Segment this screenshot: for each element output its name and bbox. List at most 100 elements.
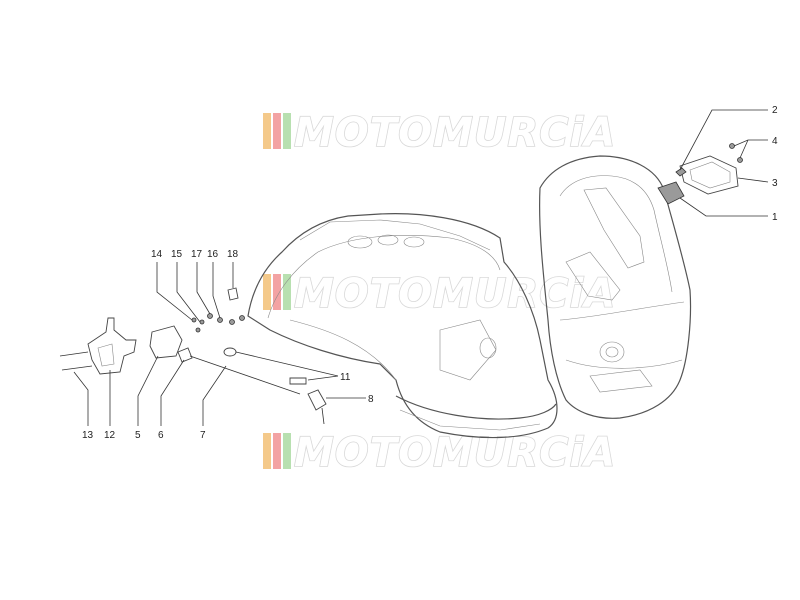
washer-icon	[191, 317, 197, 323]
watermark-stripe-icon	[273, 113, 281, 149]
callout-11: 11	[340, 372, 351, 383]
clip-icon	[227, 287, 239, 301]
part-3-lock-cover	[679, 155, 739, 195]
watermark-text: MOTOMURCiA	[294, 110, 616, 156]
leader-line-14	[156, 262, 193, 321]
callout-15: 15	[171, 249, 183, 260]
watermark-stripe-icon	[283, 113, 291, 149]
washer-icon	[199, 319, 205, 325]
watermark-text: MOTOMURCiA	[294, 430, 616, 476]
leader-line-15	[176, 262, 201, 323]
callout-12: 12	[104, 430, 116, 441]
nut-icon	[229, 319, 235, 325]
watermark-bottom: MOTOMURCiA	[263, 429, 616, 477]
part-14-15-washers	[191, 317, 205, 333]
leg-shield-inner-line	[583, 187, 645, 269]
callout-2: 2	[772, 105, 778, 116]
watermark-stripe-icon	[263, 274, 271, 310]
leader-lines	[73, 109, 769, 426]
watermark-stripe-icon	[263, 433, 271, 469]
part-4-screws	[729, 143, 743, 163]
leader-line-1	[679, 197, 768, 217]
watermark-text: MOTOMURCiA	[294, 271, 616, 317]
leg-shield-inner-line	[589, 369, 653, 393]
body-hole-detail	[403, 236, 425, 248]
part-16-17-nuts	[207, 313, 245, 325]
watermark-stripe-icon	[283, 274, 291, 310]
switch-block-icon	[149, 325, 183, 359]
part-8-fitting	[307, 389, 327, 425]
leader-line-4b	[739, 139, 749, 159]
callout-7: 7	[200, 430, 206, 441]
screw-icon	[61, 365, 93, 371]
frame-body-inner-line	[299, 219, 491, 251]
leader-line-17	[196, 262, 211, 315]
watermark-middle: MOTOMURCiA	[263, 270, 616, 318]
screw-icon	[729, 143, 735, 149]
frame-body-inner-line	[289, 319, 397, 381]
callout-3: 3	[772, 178, 778, 189]
watermark-stripe-icon	[273, 274, 281, 310]
leader-line-2	[679, 109, 768, 171]
watermark-stripe-icon	[263, 113, 271, 149]
callout-6: 6	[158, 430, 164, 441]
part-7-cable	[189, 355, 301, 395]
callout-8: 8	[368, 394, 374, 405]
horn-grille-hole	[605, 346, 619, 358]
floor-board-detail	[399, 409, 541, 431]
leg-shield-inner-line	[559, 301, 685, 321]
nut-icon	[239, 315, 245, 321]
leader-line-11a	[235, 351, 339, 377]
part-13-screws	[59, 351, 93, 371]
washer-icon	[195, 327, 201, 333]
part-5-switch-block	[149, 325, 183, 359]
fitting-tube-icon	[321, 407, 325, 425]
lock-cover-inner-icon	[689, 161, 731, 189]
screw-icon	[737, 157, 743, 163]
leader-line-11b	[307, 375, 339, 381]
leg-shield-inner-line	[565, 359, 683, 369]
lock-cylinder-icon	[657, 181, 685, 205]
callout-5: 5	[135, 430, 141, 441]
horn-grille-hole	[599, 341, 625, 363]
body-hole-detail	[347, 235, 373, 249]
leader-line-7	[202, 365, 227, 426]
nut-icon	[207, 313, 213, 319]
scooter-body-illustration	[247, 155, 692, 439]
callout-17: 17	[191, 249, 203, 260]
cable-icon	[189, 355, 301, 395]
connector-icon	[177, 347, 193, 363]
callout-13: 13	[82, 430, 94, 441]
watermark-stripe-icon	[283, 433, 291, 469]
fitting-icon	[307, 389, 327, 411]
callout-labels: 2 4 3 1 14 15 17 16 18 13 12 5 6 7 11 8	[82, 105, 778, 441]
grommet-icon	[223, 347, 237, 357]
frame-body-inner-line	[267, 235, 501, 319]
callout-18: 18	[227, 249, 239, 260]
callout-4: 4	[772, 136, 778, 147]
leader-line-4	[733, 139, 768, 147]
callout-14: 14	[151, 249, 163, 260]
leader-line-3	[737, 177, 769, 183]
callout-16: 16	[207, 249, 219, 260]
grommet-icon	[289, 377, 307, 385]
leg-shield-outline	[539, 155, 692, 419]
body-hole-detail	[479, 337, 497, 359]
screw-icon	[59, 351, 89, 357]
leader-line-6	[160, 359, 185, 426]
floor-board-outline	[395, 395, 557, 420]
part-6-connector	[177, 347, 193, 363]
leg-shield-inner-line	[559, 175, 673, 293]
leader-line-5	[137, 355, 159, 426]
leg-shield-inner-line	[565, 251, 621, 301]
part-18-clip	[227, 287, 239, 301]
leader-line-16	[212, 262, 221, 319]
leader-line-13	[73, 371, 89, 426]
watermark-stripe-icon	[273, 433, 281, 469]
body-hole-detail	[377, 234, 399, 246]
frame-body-inner-line	[439, 319, 497, 381]
lock-cover-icon	[679, 155, 739, 195]
part-1-lock-cylinder	[657, 181, 685, 205]
part-11-grommets	[223, 347, 307, 385]
